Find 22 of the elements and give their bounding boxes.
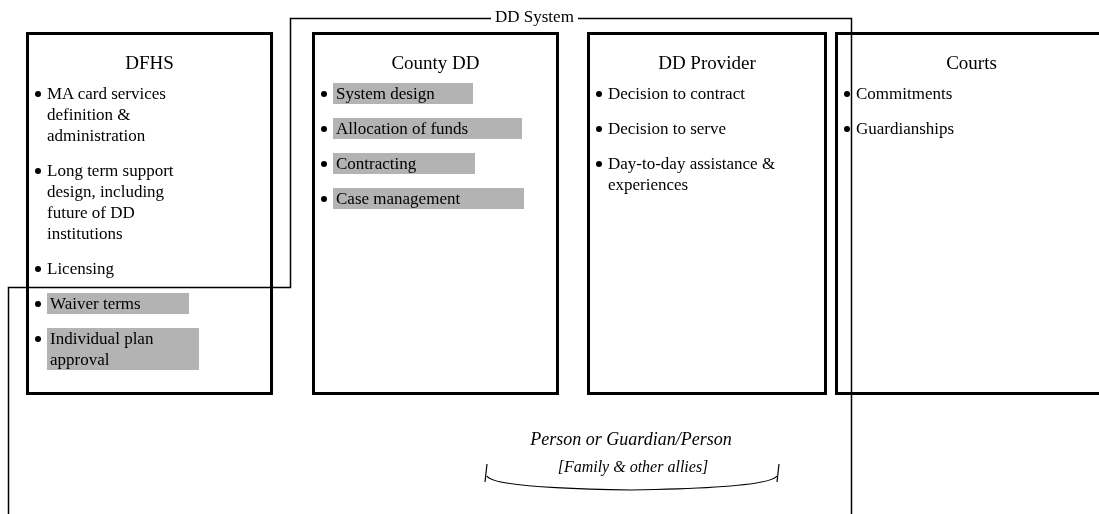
bullet-text: Long term support design, including future of DD institutions xyxy=(47,160,175,244)
bullet-text: MA card services definition & administration xyxy=(47,83,167,146)
highlighted-item: Individual plan approval xyxy=(47,328,199,370)
box-heading: DFHS xyxy=(124,51,175,75)
highlighted-item: Case management xyxy=(333,188,524,209)
note-text: Person or Guardian/Person xyxy=(529,428,733,450)
highlighted-item: Contracting xyxy=(333,153,475,174)
highlighted-item: Allocation of funds xyxy=(333,118,522,139)
box-heading: County DD xyxy=(390,51,481,75)
bullet-text: Guardianships xyxy=(856,118,955,139)
bullet-text: Decision to contract xyxy=(608,83,745,104)
bullet-text: Day-to-day assistance & experiences xyxy=(608,153,777,195)
highlighted-item: System design xyxy=(333,83,473,104)
organization-box xyxy=(312,32,559,395)
box-heading: DD Provider xyxy=(657,51,757,75)
box-heading: Courts xyxy=(945,51,998,75)
bullet-text: Commitments xyxy=(856,83,953,104)
organization-box xyxy=(587,32,827,395)
highlighted-item: Waiver terms xyxy=(47,293,189,314)
bullet-text: Decision to serve xyxy=(608,118,727,139)
organization-box xyxy=(835,32,1099,395)
bullet-text: Licensing xyxy=(47,258,115,279)
